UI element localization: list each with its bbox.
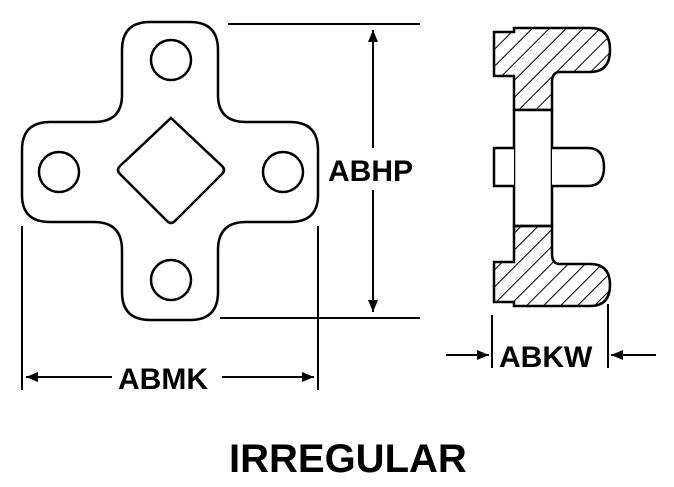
- mounting-hole-top: [149, 38, 193, 82]
- center-boss-left: [492, 146, 514, 188]
- label-thickness: ABKW: [499, 341, 593, 374]
- mounting-hole-left: [37, 150, 81, 194]
- dimension-lines: [26, 30, 656, 382]
- label-height-group: ABHP: [326, 152, 418, 188]
- cross-plate-outline: [20, 20, 320, 322]
- lower-flange-section: [492, 224, 612, 308]
- center-boss-right: [552, 146, 606, 188]
- side-section-view: [492, 26, 612, 308]
- square-center-hole: [116, 116, 226, 225]
- label-width: ABMK: [118, 363, 208, 396]
- label-width-group: ABMK: [116, 361, 218, 396]
- upper-flange-section: [492, 26, 612, 112]
- mounting-hole-bottom: [149, 258, 193, 302]
- label-thickness-group: ABKW: [497, 339, 605, 374]
- center-body: [512, 108, 554, 228]
- mounting-hole-right: [261, 150, 305, 194]
- diagram-caption: IRREGULAR: [229, 437, 467, 481]
- label-height: ABHP: [328, 155, 413, 188]
- extension-lines: [21, 23, 609, 390]
- front-view: [20, 20, 320, 322]
